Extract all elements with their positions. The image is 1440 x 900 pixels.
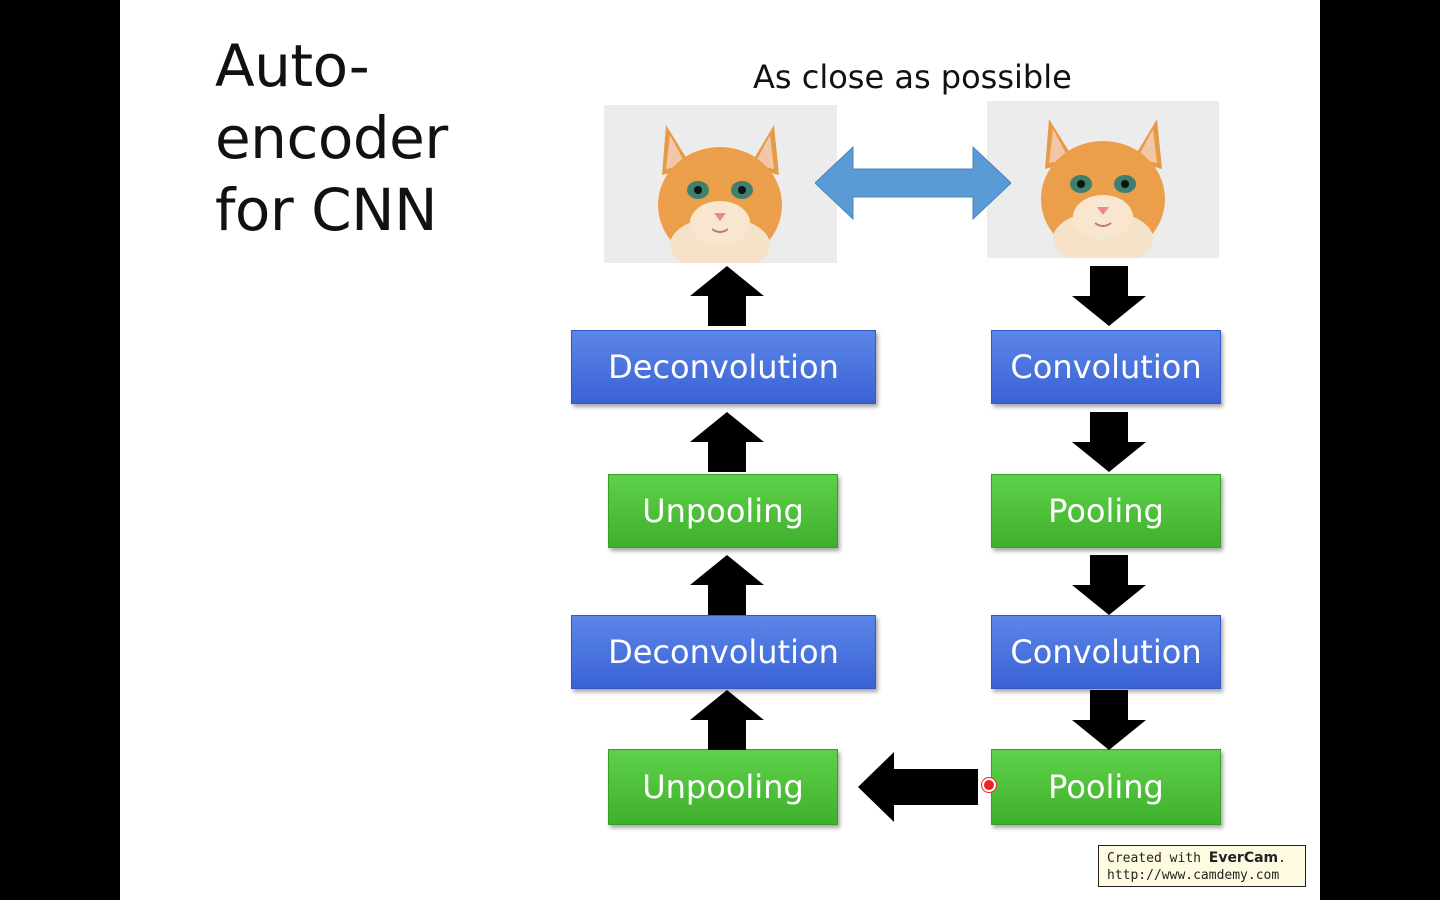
up-arrow-icon <box>690 266 764 326</box>
pooling-box: Pooling <box>991 474 1221 548</box>
title-line: Auto- <box>215 32 370 100</box>
input-cat-image <box>987 101 1219 258</box>
deconvolution-box: Deconvolution <box>571 330 876 404</box>
down-arrow-icon <box>1072 266 1146 326</box>
double-arrow-icon <box>815 145 1011 221</box>
down-arrow-icon <box>1072 690 1146 750</box>
pooling-box: Pooling <box>991 749 1221 825</box>
cursor-indicator <box>982 778 996 792</box>
slide-title: Auto- encoder for CNN <box>215 30 448 246</box>
title-line: encoder <box>215 104 448 172</box>
watermark-brand: EverCam <box>1208 850 1279 866</box>
watermark-prefix: Created with <box>1107 851 1201 866</box>
up-arrow-icon <box>690 690 764 750</box>
down-arrow-icon <box>1072 412 1146 472</box>
convolution-box: Convolution <box>991 615 1221 689</box>
cat-illustration <box>604 105 837 263</box>
convolution-box: Convolution <box>991 330 1221 404</box>
up-arrow-icon <box>690 412 764 472</box>
deconvolution-box: Deconvolution <box>571 615 876 689</box>
unpooling-box: Unpooling <box>608 474 838 548</box>
down-arrow-icon <box>1072 555 1146 615</box>
cat-illustration <box>987 101 1219 258</box>
unpooling-box: Unpooling <box>608 749 838 825</box>
comparison-caption: As close as possible <box>753 58 1072 96</box>
watermark-url[interactable]: http://www.camdemy.com <box>1107 868 1280 883</box>
up-arrow-icon <box>690 555 764 615</box>
output-cat-image <box>604 105 837 263</box>
title-line: for CNN <box>215 176 437 244</box>
left-arrow-icon <box>858 752 978 822</box>
evercam-watermark: Created with EverCam. http://www.camdemy… <box>1098 845 1306 887</box>
slide: Auto- encoder for CNN As close as possib… <box>120 0 1320 900</box>
